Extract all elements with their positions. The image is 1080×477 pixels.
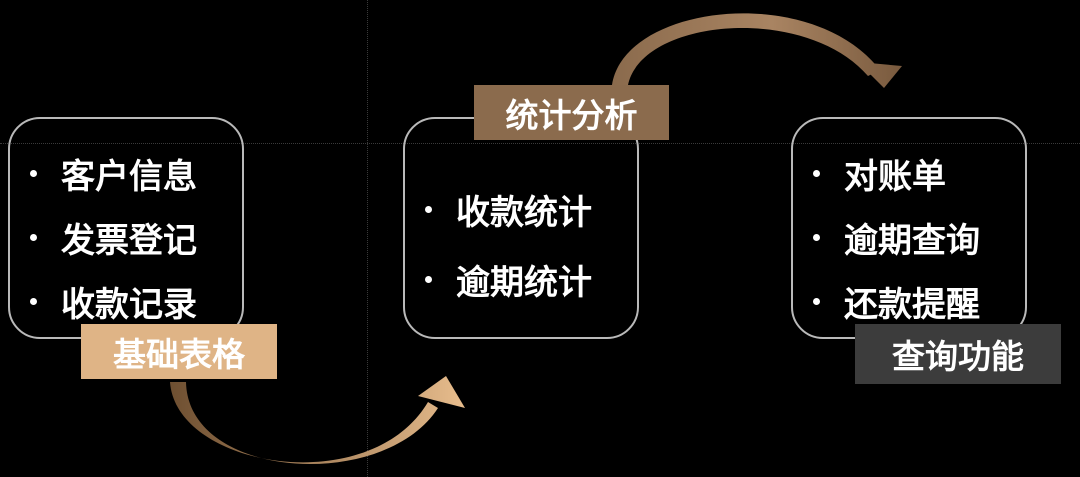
list-item-label: 发票登记 <box>61 220 197 261</box>
query-functions-tag: 查询功能 <box>855 324 1061 384</box>
list-item: 对账单 <box>813 141 980 205</box>
list-item-label: 收款统计 <box>456 192 592 233</box>
basic-forms-tag: 基础表格 <box>81 324 277 379</box>
list-item: 收款统计 <box>425 174 592 244</box>
list-item: 客户信息 <box>30 141 197 205</box>
curved-arrow-bottom <box>170 376 465 464</box>
basic-forms-card: 客户信息 发票登记 收款记录 <box>8 117 244 339</box>
bullet-icon <box>813 233 820 241</box>
query-list: 对账单 逾期查询 还款提醒 <box>813 141 980 333</box>
list-item-label: 客户信息 <box>61 156 197 197</box>
list-item: 逾期统计 <box>425 244 592 314</box>
list-item-label: 逾期统计 <box>456 262 592 303</box>
statistics-list: 收款统计 逾期统计 <box>425 174 592 314</box>
list-item-label: 对账单 <box>844 156 946 197</box>
list-item-label: 收款记录 <box>61 284 197 325</box>
vertical-guide-line <box>367 0 368 477</box>
list-item: 发票登记 <box>30 205 197 269</box>
curved-arrow-top <box>612 13 902 88</box>
statistics-tag: 统计分析 <box>474 85 669 140</box>
bullet-icon <box>813 169 820 177</box>
bullet-icon <box>30 169 37 177</box>
list-item-label: 还款提醒 <box>844 284 980 325</box>
bullet-icon <box>425 275 432 283</box>
bullet-icon <box>425 205 432 213</box>
horizontal-guide-line <box>0 143 1080 144</box>
list-item: 还款提醒 <box>813 269 980 333</box>
statistics-card: 收款统计 逾期统计 <box>403 117 639 339</box>
query-card: 对账单 逾期查询 还款提醒 <box>791 117 1027 339</box>
bullet-icon <box>30 297 37 305</box>
bullet-icon <box>30 233 37 241</box>
list-item-label: 逾期查询 <box>844 220 980 261</box>
list-item: 收款记录 <box>30 269 197 333</box>
basic-forms-list: 客户信息 发票登记 收款记录 <box>30 141 197 333</box>
list-item: 逾期查询 <box>813 205 980 269</box>
bullet-icon <box>813 297 820 305</box>
